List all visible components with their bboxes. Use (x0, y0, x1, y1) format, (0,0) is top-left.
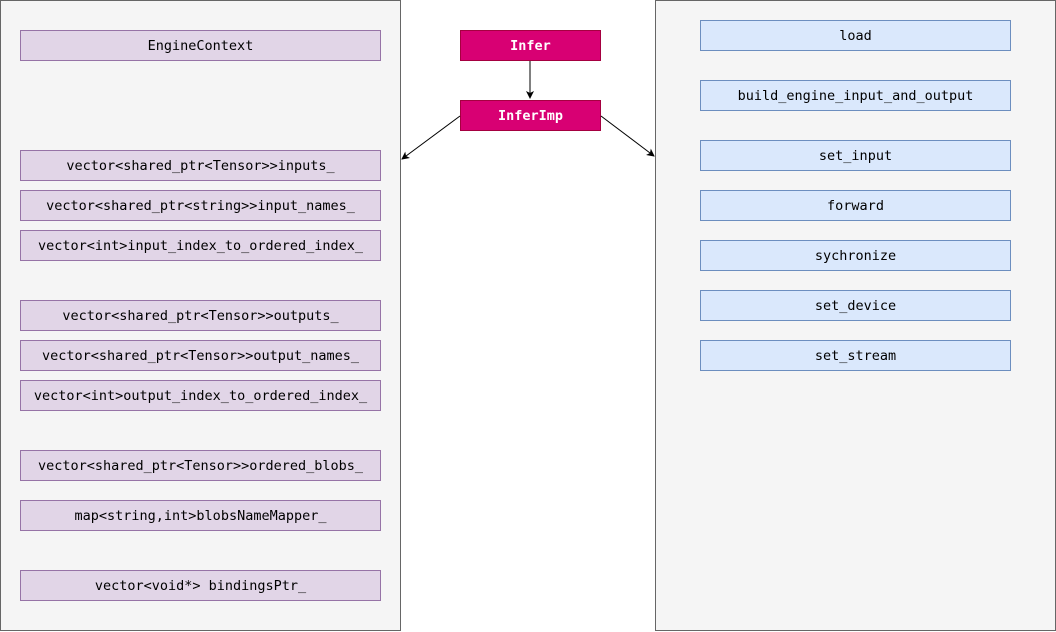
field-ordered-blobs: vector<shared_ptr<Tensor>>ordered_blobs_ (20, 450, 381, 481)
field-output-index-to-ordered-index: vector<int>output_index_to_ordered_index… (20, 380, 381, 411)
method-forward: forward (700, 190, 1011, 221)
infer-node: Infer (460, 30, 601, 61)
method-set-stream: set_stream (700, 340, 1011, 371)
engine-context-title: EngineContext (20, 30, 381, 61)
field-blobs-name-mapper: map<string,int>blobsNameMapper_ (20, 500, 381, 531)
field-inputs: vector<shared_ptr<Tensor>>inputs_ (20, 150, 381, 181)
field-input-index-to-ordered-index: vector<int>input_index_to_ordered_index_ (20, 230, 381, 261)
arrow-inferimp-to-methods (600, 115, 655, 157)
infer-imp-node: InferImp (460, 100, 601, 131)
method-build-engine-input-and-output: build_engine_input_and_output (700, 80, 1011, 111)
method-load: load (700, 20, 1011, 51)
method-sychronize: sychronize (700, 240, 1011, 271)
method-set-device: set_device (700, 290, 1011, 321)
arrow-inferimp-to-engine-context (401, 115, 461, 160)
field-input-names: vector<shared_ptr<string>>input_names_ (20, 190, 381, 221)
field-bindings-ptr: vector<void*> bindingsPtr_ (20, 570, 381, 601)
field-outputs: vector<shared_ptr<Tensor>>outputs_ (20, 300, 381, 331)
field-output-names: vector<shared_ptr<Tensor>>output_names_ (20, 340, 381, 371)
method-set-input: set_input (700, 140, 1011, 171)
